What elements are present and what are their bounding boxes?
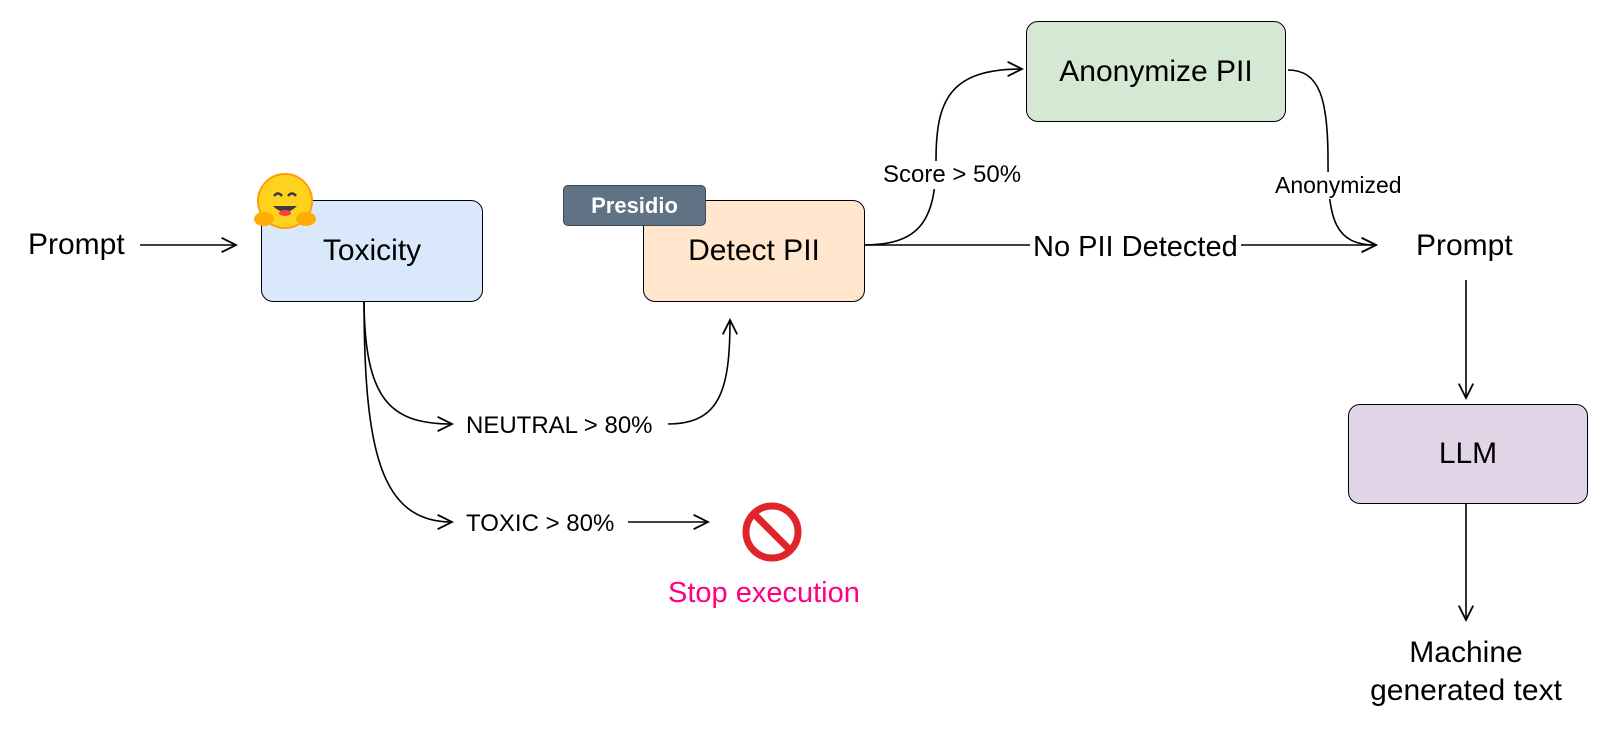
edge-toxicity-toxic (363, 296, 452, 522)
stop-execution-label: Stop execution (668, 577, 860, 609)
anonymize-pii-box: Anonymize PII (1026, 21, 1286, 122)
llm-box: LLM (1348, 404, 1588, 504)
edge-toxicity-neutral (363, 296, 452, 424)
machine-text-line1: Machine (1409, 636, 1523, 669)
edge-detect-anonymize (863, 69, 1022, 246)
prompt-input-label: Prompt (28, 228, 125, 261)
score-edge-label: Score > 50% (880, 161, 1025, 189)
edge-neutral-detect (667, 320, 730, 425)
machine-text-node: Machine generated text (1346, 634, 1586, 710)
anonymized-edge-label: Anonymized (1272, 172, 1405, 199)
presidio-label: Presidio (591, 192, 678, 218)
neutral-edge-label: NEUTRAL > 80% (466, 412, 653, 439)
anonymize-pii-label: Anonymize PII (1059, 54, 1253, 88)
no-entry-icon (742, 502, 802, 562)
edge-anonymize-prompt (1287, 69, 1376, 245)
toxic-edge-label: TOXIC > 80% (466, 510, 615, 537)
llm-label: LLM (1438, 437, 1498, 470)
presidio-badge: Presidio (563, 185, 706, 226)
no-pii-edge-label: No PII Detected (1030, 231, 1241, 264)
hugging-face-icon (254, 173, 316, 229)
prompt-output-label: Prompt (1416, 229, 1513, 262)
toxicity-label: Toxicity (322, 234, 422, 267)
machine-text-line2: generated text (1370, 674, 1562, 707)
detect-pii-label: Detect PII (688, 234, 820, 267)
